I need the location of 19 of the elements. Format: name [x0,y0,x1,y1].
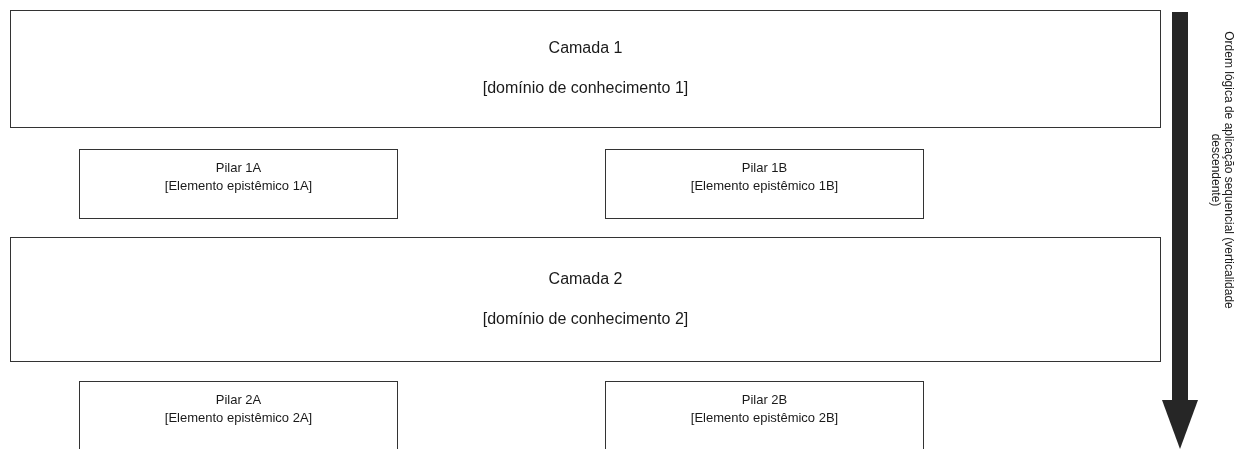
pillar-description: [Elemento epistêmico 1A] [164,178,313,194]
pillar-title: Pilar 1B [741,160,788,176]
pillar-title: Pilar 1A [215,160,262,176]
layer-title: Camada 2 [548,269,623,288]
layer-box [10,10,1161,128]
pillar-description: [Elemento epistêmico 2B] [690,410,839,426]
pillar-box [79,149,398,219]
pillar-title: Pilar 2A [215,392,262,408]
pillar-box [605,381,924,449]
axis-label: Ordem lógica de aplicação sequencial (verticalidade descendente) [1209,30,1235,311]
pillar-box [79,381,398,449]
pillar-description: [Elemento epistêmico 2A] [164,410,313,426]
layer-description: [domínio de conhecimento 1] [482,79,689,97]
pillar-title: Pilar 2B [741,392,788,408]
pillar-description: [Elemento epistêmico 1B] [690,178,839,194]
layer-title: Camada 1 [548,39,623,57]
layer-description: [domínio de conhecimento 2] [482,309,689,328]
pillar-box [605,149,924,219]
layer-box [10,237,1161,362]
